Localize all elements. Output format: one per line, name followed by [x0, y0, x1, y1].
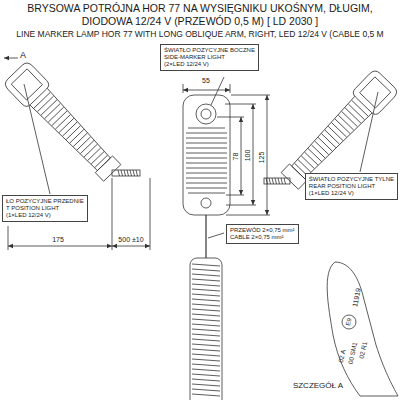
rib-stroke — [192, 379, 220, 381]
leader-line — [211, 77, 224, 105]
rib-stroke — [186, 143, 227, 144]
callout-text: ŚWIATŁO POZYCYJNE BOCZNE — [164, 47, 255, 54]
rib-stroke — [192, 384, 220, 386]
dimension-value: 55 — [202, 77, 210, 84]
rib-stroke — [186, 163, 227, 164]
view-arrow — [4, 58, 18, 59]
header-text: BRYSOWA POTRÓJNA HOR 77 NA WYSIĘGNIKU UK… — [27, 3, 372, 14]
rib-stroke — [186, 153, 227, 154]
rib-stroke — [192, 394, 220, 396]
rib-stroke — [192, 314, 220, 316]
header-text: LINE MARKER LAMP HOR 77 WITH LONG OBLIQU… — [16, 30, 383, 39]
callout-box: ŚWIATŁO POZYCYJNE BOCZNESIDE-MARKER LIGH… — [160, 44, 259, 71]
rib-stroke — [130, 170, 132, 176]
rib-stroke — [284, 178, 286, 184]
rib-stroke — [127, 170, 129, 176]
rib-stroke — [192, 349, 220, 351]
callout-box: ŚWIATŁO POZYCYJNE TYLNEREAR POSITION LIG… — [305, 173, 398, 200]
dimension-value: 175 — [52, 236, 64, 243]
leader-line — [360, 92, 378, 172]
rib-stroke — [192, 304, 220, 306]
rib-stroke — [192, 339, 220, 341]
rib-stroke — [186, 173, 227, 174]
header-text: DIODOWA 12/24 V (PRZEWÓD 0,5 M) [ LD 203… — [82, 16, 319, 27]
rib-stroke — [192, 359, 220, 361]
rib-stroke — [136, 170, 138, 176]
view-letter: A — [20, 51, 26, 60]
callout-text: (2×LED 12/24 V) — [164, 61, 255, 68]
rib-stroke — [192, 354, 220, 356]
callout-text: PRZEWÓD 2×0,75 mm² — [230, 227, 295, 234]
rib-stroke — [192, 294, 220, 296]
dimension-value: 100 — [245, 149, 252, 161]
rib-stroke — [192, 374, 220, 376]
rib-stroke — [186, 178, 227, 179]
rib-stroke — [186, 188, 227, 189]
approval-code: 02 A — [338, 349, 347, 363]
rib-stroke — [192, 324, 220, 326]
rib-stroke — [278, 178, 280, 184]
approval-number: 11919 — [351, 287, 362, 307]
rib-stroke — [192, 264, 220, 266]
callout-text: (1×LED 12/24 V) — [309, 190, 394, 197]
rib-stroke — [281, 178, 283, 184]
mounting-bolt — [264, 178, 290, 184]
dimension-value: 78 — [232, 152, 239, 160]
rib-stroke — [192, 329, 220, 331]
rib-stroke — [121, 170, 123, 176]
approval-code: 00 SM1 — [347, 341, 358, 364]
rib-stroke — [192, 269, 220, 271]
rib-stroke — [186, 133, 227, 134]
rib-stroke — [186, 158, 227, 159]
rib-stroke — [272, 178, 274, 184]
rib-stroke — [186, 168, 227, 169]
callout-box: PRZEWÓD 2×0,75 mm²CABLE 2×0,75 mm² — [226, 224, 299, 244]
lamp-bottom-view — [190, 258, 222, 400]
callout-text: ŁO POZYCYJNE PRZEDNIE — [6, 198, 84, 205]
rib-stroke — [133, 170, 135, 176]
rib-stroke — [192, 274, 220, 276]
rib-stroke — [192, 369, 220, 371]
rib-stroke — [269, 178, 271, 184]
rib-stroke — [192, 309, 220, 311]
leader-line — [24, 84, 50, 194]
rib-stroke — [192, 284, 220, 286]
lamp-side-view — [3, 60, 125, 184]
callout-text: CABLE 2×0,75 mm² — [230, 234, 295, 241]
rib-stroke — [124, 170, 126, 176]
rib-stroke — [192, 389, 220, 391]
rib-stroke — [186, 138, 227, 139]
leader-line — [208, 233, 224, 238]
detail-a-outline — [327, 262, 398, 396]
lamp-front-view — [183, 95, 230, 258]
rib-stroke — [192, 319, 220, 321]
callout-text: T POSITION LIGHT — [6, 205, 84, 212]
dimension-value: 125 — [259, 151, 266, 163]
callout-text: (1×LED 12/24 V) — [6, 212, 84, 219]
rib-stroke — [275, 178, 277, 184]
callout-text: SIDE-MARKER LIGHT — [164, 54, 255, 61]
rib-stroke — [186, 183, 227, 184]
rib-stroke — [118, 170, 120, 176]
rib-stroke — [192, 334, 220, 336]
callout-box: ŁO POZYCYJNE PRZEDNIET POSITION LIGHT(1×… — [2, 195, 88, 222]
rib-stroke — [192, 364, 220, 366]
detail-title: SZCZEGÓŁ A — [293, 382, 343, 390]
rib-stroke — [192, 279, 220, 281]
mounting-bolt — [112, 170, 140, 176]
rib-stroke — [186, 148, 227, 149]
approval-code: 02 R1 — [359, 341, 369, 359]
callout-text: REAR POSITION LIGHT — [309, 183, 394, 190]
approval-mark: E9 — [345, 318, 352, 326]
rib-stroke — [192, 299, 220, 301]
dimension-value: 500 ±10 — [118, 236, 143, 243]
rib-stroke — [192, 344, 220, 346]
rib-stroke — [192, 289, 220, 291]
callout-text: ŚWIATŁO POZYCYJNE TYLNE — [309, 176, 394, 183]
